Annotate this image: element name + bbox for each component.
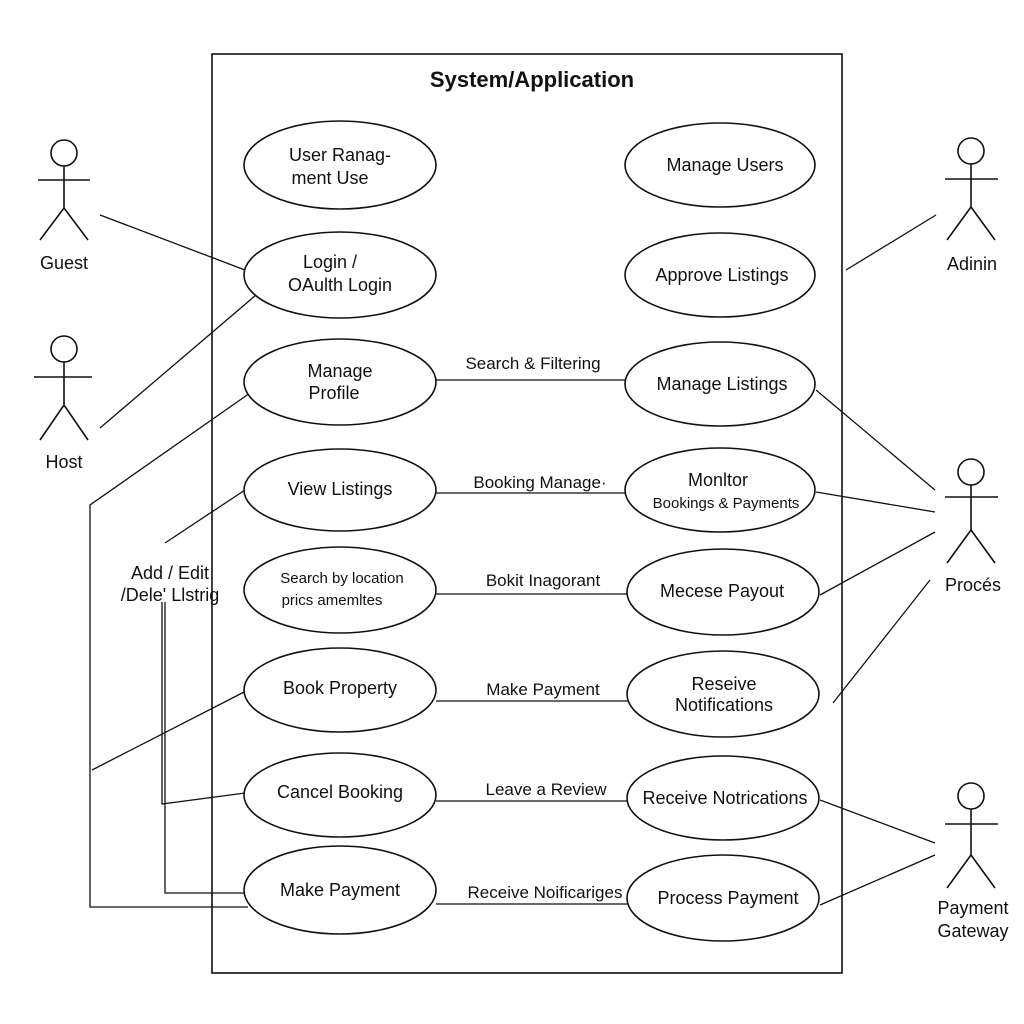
use-case-label: Notifications [675, 695, 773, 715]
use-case-label: OAulth Login [288, 275, 392, 295]
stick-figure-icon [945, 137, 998, 241]
use-case-reseive-notifications: Reseive Notifications [626, 650, 820, 738]
host-login-link [99, 294, 257, 429]
use-case-label: User Ranag- [289, 145, 391, 165]
actor-host: Host [34, 335, 92, 472]
use-case-receive-notrications: Receive Notrications [626, 755, 820, 841]
add-edit-listing-cancel-link [161, 602, 246, 805]
use-case-search-location: Search by location prics amemltes [243, 546, 437, 634]
use-case-process-payment: Process Payment [626, 854, 820, 942]
use-case-user-management: User Ranag- ment Use [243, 120, 437, 210]
annotation-label: Add / Edit [131, 563, 209, 583]
use-case-label: Approve Listings [655, 265, 788, 285]
relation-leave-review: Leave a Review [486, 780, 608, 799]
host-book-property-link [91, 689, 249, 771]
actor-label: Gateway [937, 921, 1008, 941]
use-case-label: Bookings & Payments [653, 495, 800, 512]
guest-login-link [99, 214, 246, 271]
actor-label: Adinin [947, 254, 997, 274]
host-manage-profile-link [89, 392, 251, 908]
use-case-label: Process Payment [657, 888, 798, 908]
use-case-approve-listings: Approve Listings [624, 232, 816, 318]
association-lines [89, 214, 937, 908]
add-edit-listing-annotation: Add / Edit /Dele' Llstrig [121, 563, 219, 605]
use-case-label: Mecese Payout [660, 581, 784, 601]
relation-booking-manage: Booking Manage· [473, 473, 606, 492]
actor-guest: Guest [38, 139, 90, 273]
use-case-manage-users: Manage Users [624, 122, 816, 208]
system-title: System/Application [430, 67, 634, 92]
admin-system-link [845, 214, 937, 271]
use-case-cancel-booking: Cancel Booking [243, 752, 437, 838]
proces-notifications-link [832, 579, 931, 704]
use-case-label: Reseive [691, 674, 756, 694]
actor-label: Guest [40, 253, 88, 273]
use-case-label: Manage Users [666, 155, 783, 175]
relation-make-payment: Make Payment [486, 680, 600, 699]
use-case-label: View Listings [288, 479, 393, 499]
actor-label: Host [45, 452, 82, 472]
actor-label: Procés [945, 575, 1001, 595]
proces-monitor-link [815, 491, 936, 513]
use-case-manage-listings: Manage Listings [624, 341, 816, 427]
use-case-label: Book Property [283, 678, 397, 698]
stick-figure-icon [34, 335, 92, 441]
use-case-label: Make Payment [280, 880, 400, 900]
use-case-label: Manage [307, 361, 372, 381]
use-case-label: Cancel Booking [277, 782, 403, 802]
proces-payout-link [819, 531, 936, 596]
use-case-label: Receive Notrications [642, 788, 807, 808]
stick-figure-icon [945, 458, 998, 564]
actor-proces: Procés [945, 458, 1001, 595]
use-case-label: Login / [303, 252, 357, 272]
host-view-listings-link [164, 489, 246, 544]
use-case-label: Profile [308, 383, 359, 403]
use-case-monitor: Monltor Bookings & Payments [624, 447, 816, 533]
actor-payment-gateway: Payment Gateway [937, 782, 1009, 941]
stick-figure-icon [945, 782, 998, 889]
stick-figure-icon [38, 139, 90, 241]
use-case-label: Manage Listings [656, 374, 787, 394]
use-case-make-payment: Make Payment [243, 845, 437, 935]
relation-labels: Search & Filtering Booking Manage· Bokit… [465, 354, 622, 902]
actor-admin: Adinin [945, 137, 998, 274]
add-edit-listing-make-payment-link [164, 602, 248, 894]
use-case-login: Login / OAulth Login [243, 231, 437, 319]
use-case-label: prics amemltes [282, 592, 383, 609]
use-case-label: Search by location [280, 570, 403, 587]
relation-bokit-inagorant: Bokit Inagorant [486, 571, 601, 590]
actor-label: Payment [937, 898, 1008, 918]
relation-search-filtering: Search & Filtering [465, 354, 600, 373]
gateway-process-payment-link [819, 854, 936, 906]
system-boundary [211, 53, 843, 974]
relation-receive-noificariges: Receive Noificariges [468, 883, 623, 902]
use-case-label: Monltor [688, 470, 748, 490]
proces-manage-listings-link [815, 389, 936, 491]
use-case-book-property: Book Property [243, 647, 437, 733]
annotation-label: /Dele' Llstrig [121, 585, 219, 605]
gateway-receive-notrications-link [819, 799, 936, 844]
use-case-mecese-payout: Mecese Payout [626, 548, 820, 636]
use-case-label: ment Use [291, 168, 368, 188]
use-case-view-listings: View Listings [243, 448, 437, 532]
use-case-manage-profile: Manage Profile [243, 338, 437, 426]
